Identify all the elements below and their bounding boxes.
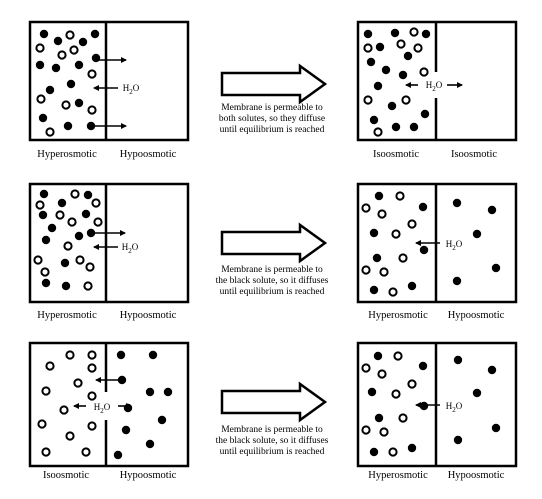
- solute-black: [367, 351, 501, 457]
- row2-after-panel: [356, 182, 518, 304]
- row3-after-left-label: Hyperosmotic: [368, 470, 428, 481]
- caption-line: until equilibrium is reached: [219, 447, 325, 457]
- row2-after-left-label: Hyperosmotic: [368, 310, 428, 321]
- row1-before-right-label: Hypoosmotic: [119, 149, 177, 160]
- row3-before-right-label: Hypoosmotic: [119, 470, 177, 481]
- row2-before-left-label: Hyperosmotic: [37, 310, 97, 321]
- row1-before-panel: [28, 20, 190, 142]
- row2-after-right-label: Hypoosmotic: [447, 310, 505, 321]
- solute-white: [35, 30, 97, 137]
- row1-after-panel: [356, 20, 518, 142]
- row2-before-right-label: Hypoosmotic: [119, 310, 177, 321]
- row1-caption: Membrane is permeable to both solutes, s…: [197, 103, 347, 136]
- row1-after-water-label: H2O: [424, 79, 444, 95]
- row3-after-panel: [356, 341, 518, 468]
- solute-black: [35, 29, 101, 131]
- row3-before-left-label: Isoosmotic: [42, 470, 90, 481]
- row2-before-panel: [28, 182, 190, 304]
- caption-line: both solutes, so they diffuse: [218, 114, 326, 124]
- row1-after-left-label: Isoosmotic: [372, 149, 420, 160]
- row2-process-arrow: [220, 222, 328, 264]
- solute-black: [113, 350, 173, 460]
- caption-line: until equilibrium is reached: [219, 287, 325, 297]
- row3-caption: Membrane is permeable to the black solut…: [197, 425, 347, 458]
- row2-after-water-label: H2O: [445, 239, 463, 252]
- row1-before-left-label: Hyperosmotic: [37, 149, 97, 160]
- solute-black: [369, 191, 501, 295]
- row2-caption: Membrane is permeable to the black solut…: [197, 265, 347, 298]
- caption-line: Membrane is permeable to: [221, 265, 323, 275]
- caption-line: the black solute, so it diffuses: [215, 436, 329, 446]
- solute-black: [38, 189, 96, 291]
- caption-line: until equilibrium is reached: [219, 125, 325, 135]
- caption-line: the black solute, so it diffuses: [215, 276, 329, 286]
- solute-white: [37, 350, 97, 457]
- solute-black: [363, 28, 431, 132]
- row1-after-right-label: Isoosmotic: [450, 149, 498, 160]
- solute-white: [361, 191, 417, 297]
- row2-before-water-label: H2O: [121, 242, 139, 255]
- row1-before-water-label: H2O: [122, 83, 140, 96]
- caption-line: Membrane is permeable to: [221, 103, 323, 113]
- row3-before-water-label: H2O: [93, 402, 111, 415]
- solute-white: [361, 351, 417, 457]
- row3-process-arrow: [220, 381, 328, 423]
- solute-white: [33, 189, 103, 291]
- row3-after-right-label: Hypoosmotic: [447, 470, 505, 481]
- row3-before-panel: [28, 341, 190, 468]
- row3-after-water-label: H2O: [445, 401, 463, 414]
- row1-process-arrow: [220, 63, 328, 105]
- solute-white: [363, 27, 429, 137]
- caption-line: Membrane is permeable to: [221, 425, 323, 435]
